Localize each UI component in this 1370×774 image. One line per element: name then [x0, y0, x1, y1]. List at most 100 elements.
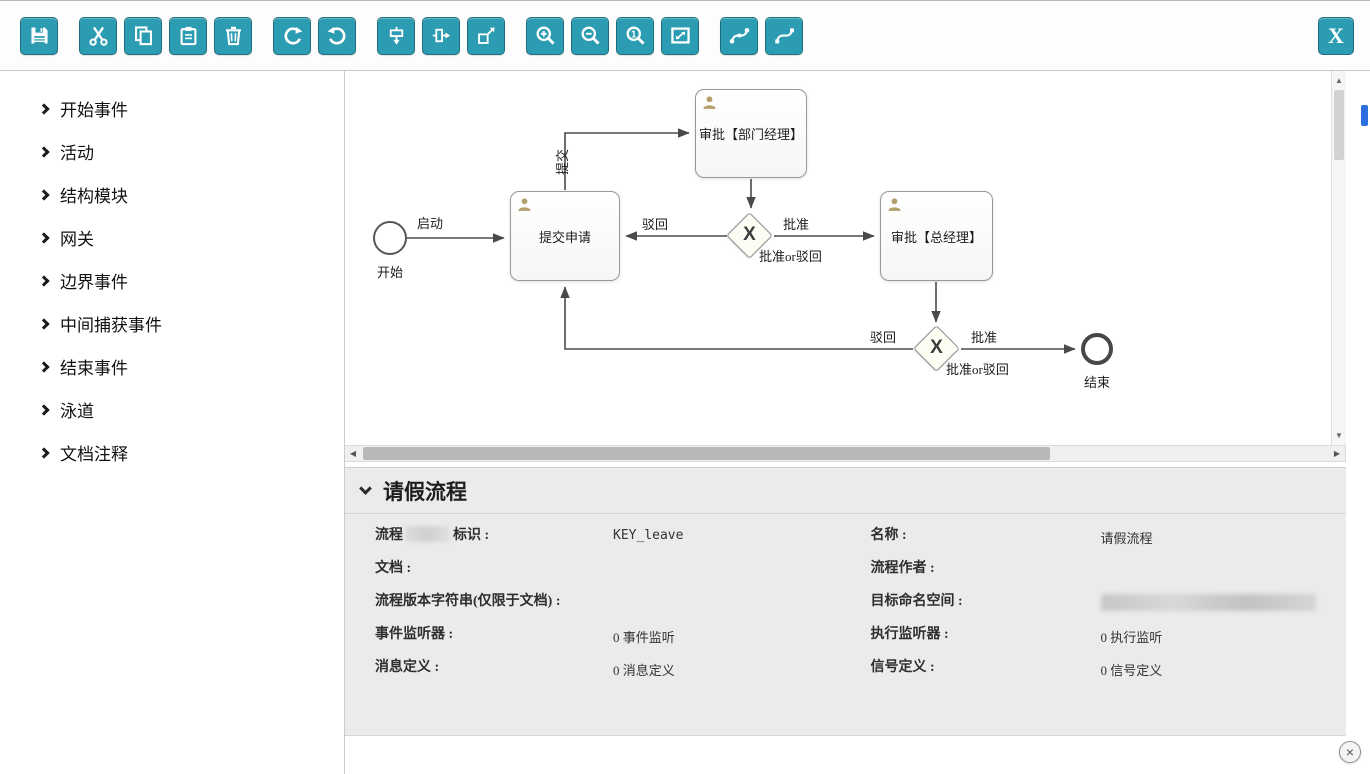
palette-item-structural[interactable]: 结构模块	[0, 173, 344, 216]
property-row-execution-listeners: 执行监听器 : 0 执行监听	[871, 625, 1347, 658]
rail-marker	[1361, 105, 1368, 126]
scroll-up-icon[interactable]: ▲	[1335, 76, 1343, 85]
task-approve-dept-manager[interactable]: 审批【部门经理】	[695, 89, 807, 178]
scroll-right-icon[interactable]: ▶	[1333, 449, 1341, 458]
chevron-down-icon	[359, 482, 372, 495]
exclusive-gateway-2[interactable]: X	[913, 325, 960, 372]
canvas-horizontal-scrollbar[interactable]: ◀ ▶	[345, 445, 1346, 462]
palette-item-annotation[interactable]: 文档注释	[0, 431, 344, 474]
undo-button[interactable]	[318, 16, 356, 55]
scissors-icon	[87, 24, 110, 47]
delete-button[interactable]	[214, 16, 252, 55]
property-value-name[interactable]: 请假流程	[1100, 531, 1153, 546]
close-button[interactable]: ×	[1339, 741, 1361, 763]
flow-label-approve-2: 批准	[971, 330, 998, 345]
connector-edges	[407, 128, 1076, 354]
flow-label-reject-2: 驳回	[870, 330, 897, 345]
palette-item-start-events[interactable]: 开始事件	[0, 87, 344, 130]
right-rail	[1346, 71, 1370, 774]
palette-item-swimlanes[interactable]: 泳道	[0, 388, 344, 431]
svg-text:1: 1	[631, 29, 637, 40]
chevron-right-icon	[38, 231, 50, 244]
canvas-vertical-scrollbar[interactable]: ▲ ▼	[1331, 71, 1346, 445]
zoom-in-button[interactable]	[526, 16, 564, 55]
start-event-label: 开始	[376, 265, 404, 280]
palette-item-end-events[interactable]: 结束事件	[0, 345, 344, 388]
properties-header[interactable]: 请假流程	[345, 468, 1346, 514]
property-value-process-key[interactable]: KEY_leave	[613, 528, 684, 543]
paste-button[interactable]	[169, 16, 207, 55]
horizontal-scroll-thumb[interactable]	[363, 447, 1051, 460]
align-center-button[interactable]	[422, 16, 460, 55]
palette-item-label: 开始事件	[60, 101, 128, 120]
property-row-name: 名称 : 请假流程	[871, 526, 1347, 559]
trash-icon	[222, 24, 245, 47]
exclusive-gateway-1[interactable]: X	[726, 212, 773, 259]
redo-button[interactable]	[273, 16, 311, 55]
property-label: 事件监听器 :	[375, 627, 454, 642]
zoom-fit-icon	[669, 24, 692, 47]
palette-item-activities[interactable]: 活动	[0, 130, 344, 173]
palette-item-label: 网关	[60, 230, 94, 249]
zoom-fit-button[interactable]	[661, 16, 699, 55]
cut-button[interactable]	[79, 16, 117, 55]
palette-item-intermediate-catching-events[interactable]: 中间捕获事件	[0, 302, 344, 345]
flow-label-start: 启动	[417, 216, 444, 231]
user-task-icon	[518, 198, 531, 211]
properties-column-left: 流程标识 : KEY_leave 文档 : 流程版本字符串(仅限于文档) :	[375, 526, 861, 691]
task-approve-general-manager[interactable]: 审批【总经理】	[880, 191, 993, 281]
same-size-button[interactable]	[467, 16, 505, 55]
properties-panel: 请假流程 流程标识 : KEY_leave 文档 : 流程版本字符串(	[345, 467, 1346, 736]
x-button-label: X	[1328, 22, 1344, 48]
same-size-icon	[475, 24, 498, 47]
start-event[interactable]	[373, 221, 407, 255]
gateway-label: 批准or驳回	[759, 249, 822, 264]
property-value-execution-listeners[interactable]: 0 执行监听	[1100, 630, 1163, 645]
toolbar-separator	[515, 17, 516, 54]
palette-item-label: 边界事件	[60, 273, 128, 292]
x-button[interactable]: X	[1318, 16, 1354, 55]
property-value-message-definitions[interactable]: 0 消息定义	[613, 663, 675, 678]
save-icon	[28, 24, 51, 47]
property-label: 流程标识 :	[375, 526, 490, 543]
end-event[interactable]	[1081, 333, 1113, 365]
save-button[interactable]	[20, 16, 58, 55]
copy-button[interactable]	[124, 16, 162, 55]
scroll-down-icon[interactable]: ▼	[1335, 431, 1343, 440]
chevron-right-icon	[38, 274, 50, 287]
editor-body: 开始事件 活动 结构模块 网关 边界事件 中间捕获事件 结束事件 泳道 文档注释	[0, 71, 1370, 774]
palette-item-gateways[interactable]: 网关	[0, 216, 344, 259]
remove-bendpoint-button[interactable]	[765, 16, 803, 55]
add-bendpoint-icon	[728, 24, 751, 47]
task-submit-request[interactable]: 提交申请	[510, 191, 620, 281]
scroll-left-icon[interactable]: ◀	[349, 449, 357, 458]
zoom-in-icon	[534, 24, 557, 47]
zoom-actual-button[interactable]: 1	[616, 16, 654, 55]
zoom-out-button[interactable]	[571, 16, 609, 55]
property-label: 文档 :	[375, 561, 412, 576]
property-value-signal-definitions[interactable]: 0 信号定义	[1100, 663, 1163, 678]
flow-label-submit: 提交	[555, 148, 570, 175]
chevron-right-icon	[38, 446, 50, 459]
palette-item-boundary-events[interactable]: 边界事件	[0, 259, 344, 302]
property-value-target-namespace[interactable]	[1100, 592, 1316, 615]
align-middle-button[interactable]	[377, 16, 415, 55]
remove-bendpoint-icon	[773, 24, 796, 47]
toolbar-separator	[262, 17, 263, 54]
horizontal-scroll-track[interactable]	[361, 446, 1329, 461]
property-value-event-listeners[interactable]: 0 事件监听	[613, 630, 675, 645]
flow-label-approve-1: 批准	[783, 217, 810, 232]
property-row-target-namespace: 目标命名空间 :	[871, 592, 1347, 625]
add-bendpoint-button[interactable]	[720, 16, 758, 55]
property-label: 消息定义 :	[375, 660, 440, 675]
property-row-process-key: 流程标识 : KEY_leave	[375, 526, 861, 559]
palette-item-label: 文档注释	[60, 445, 128, 464]
chevron-right-icon	[38, 145, 50, 158]
vertical-scroll-thumb[interactable]	[1334, 90, 1344, 160]
paste-icon	[177, 24, 200, 47]
property-label: 流程作者 :	[870, 561, 935, 576]
zoom-out-icon	[579, 24, 602, 47]
property-row-author: 流程作者 :	[871, 559, 1347, 592]
diagram-canvas[interactable]: 开始 提交申请 审批【部门经理】 审批【总经理】 X 批准or驳回	[345, 71, 1346, 445]
